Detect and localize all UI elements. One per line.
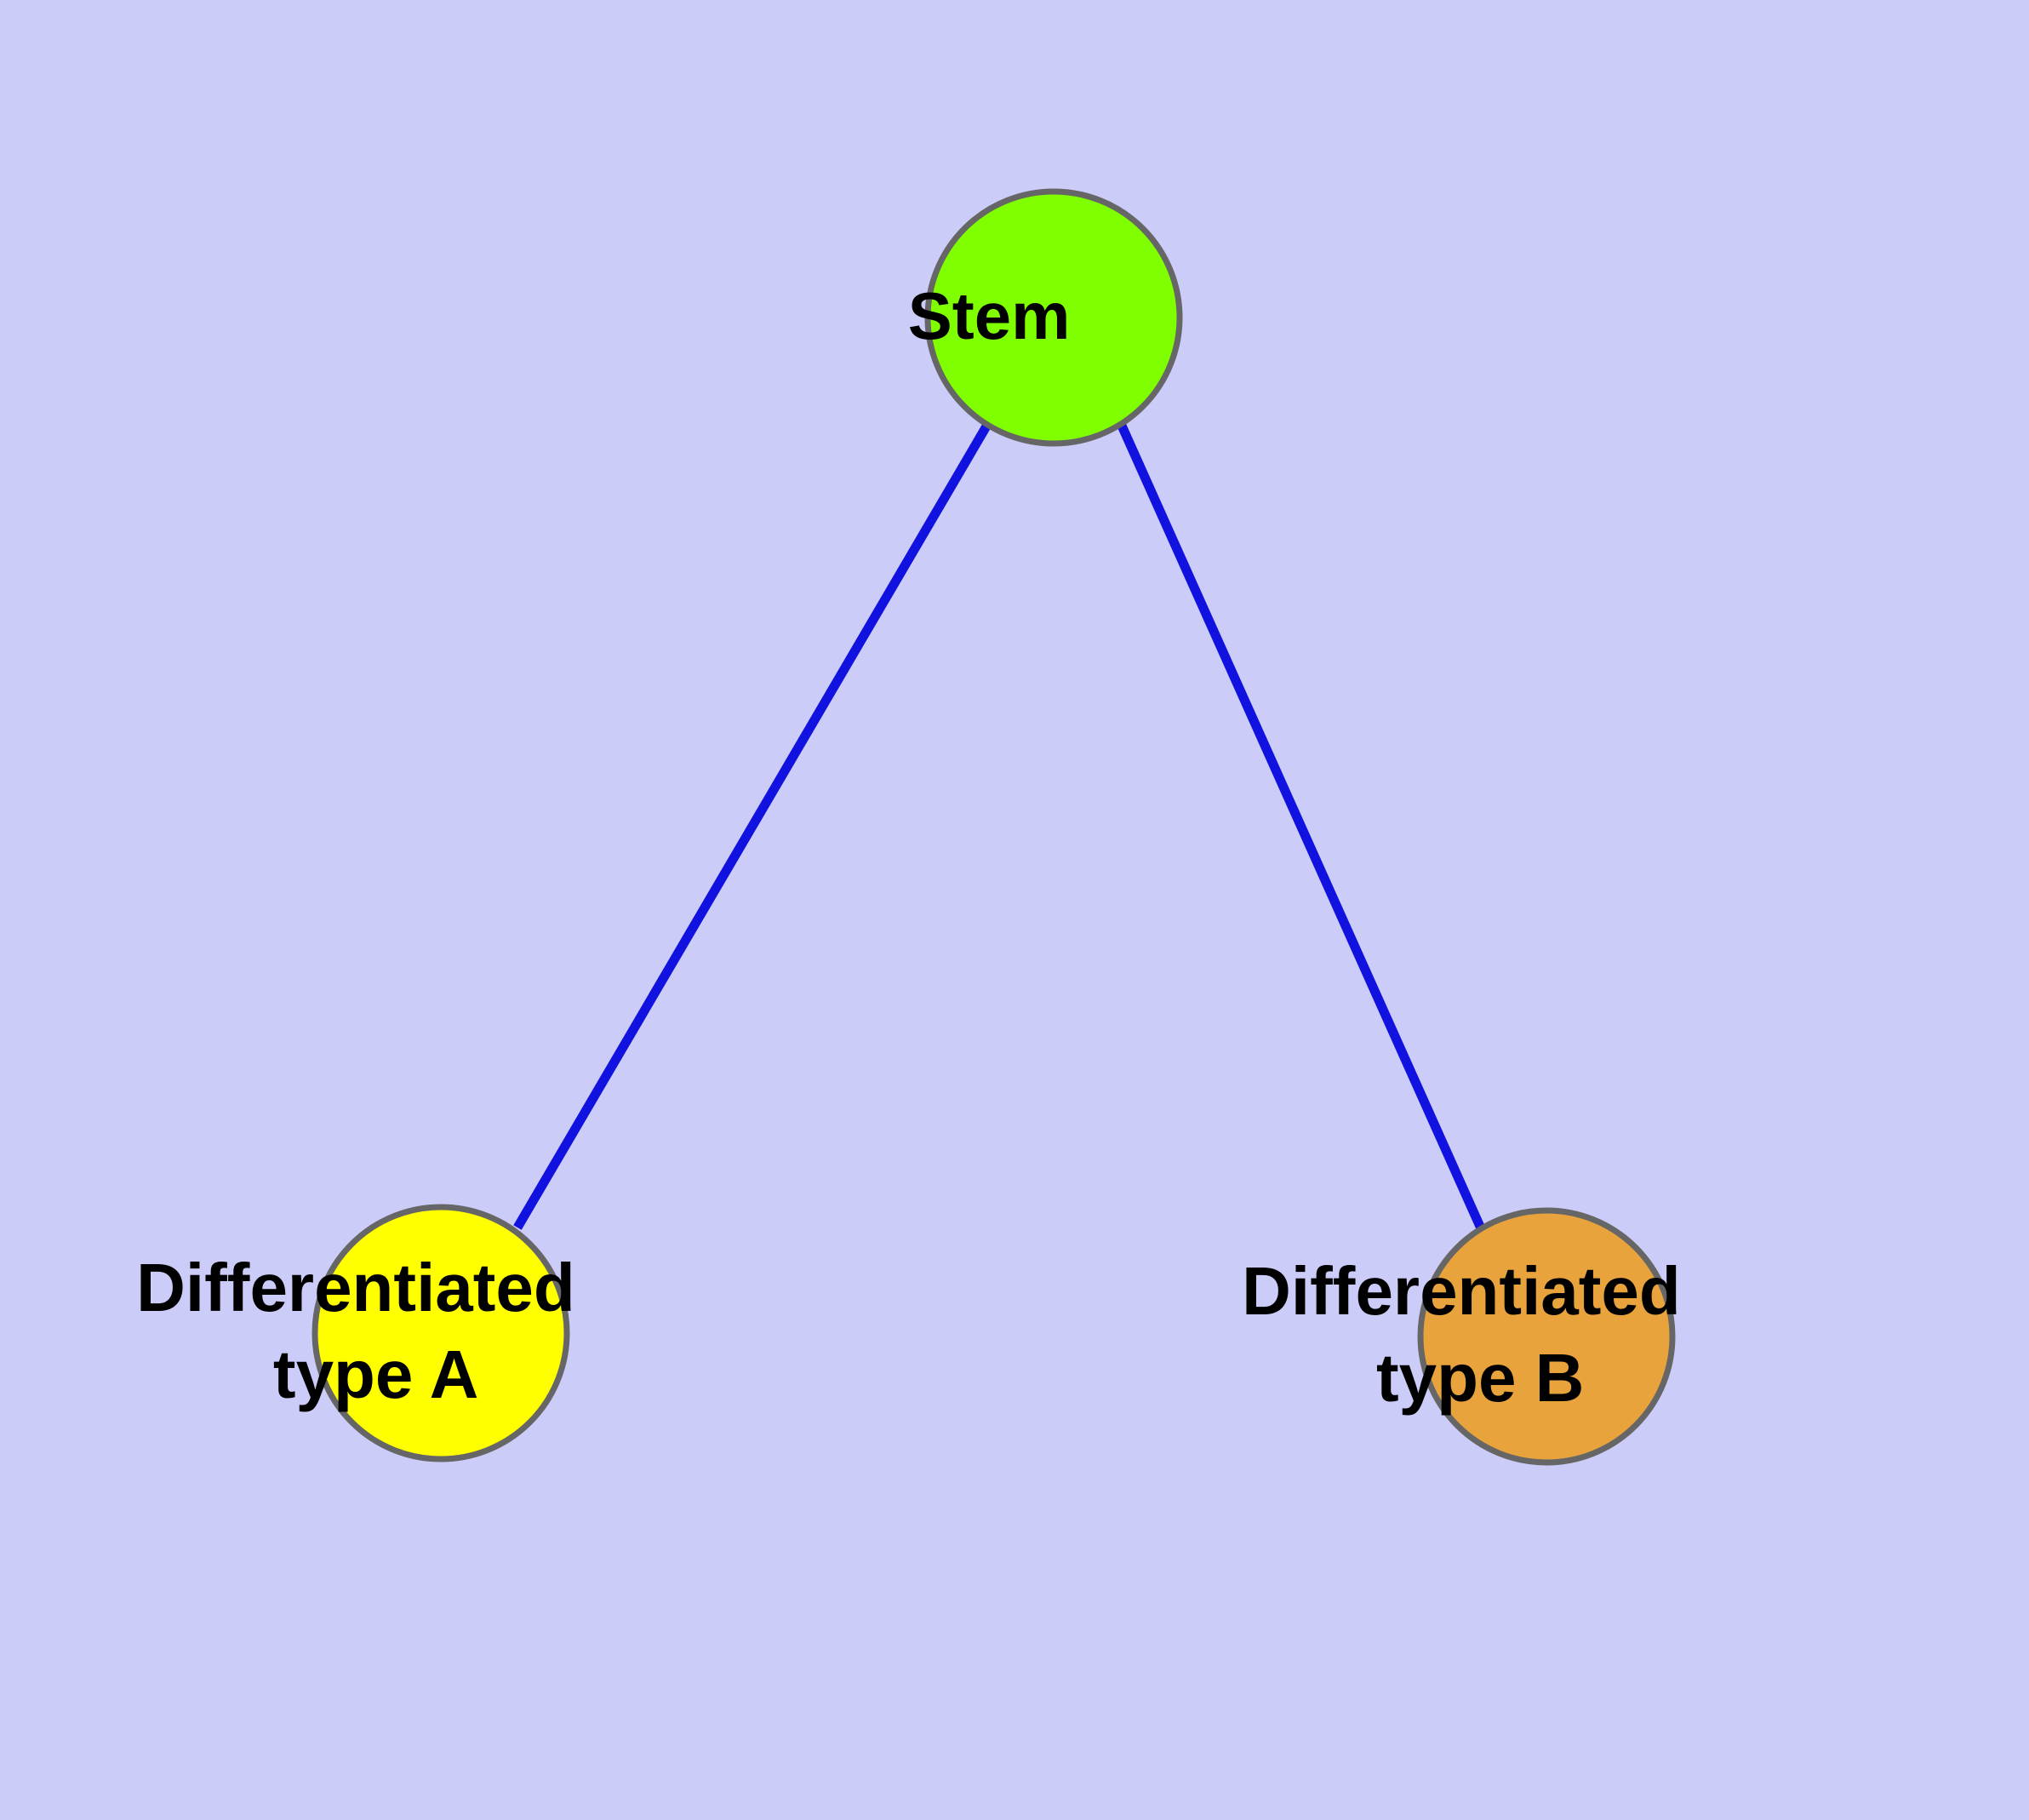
node-stem-circle[interactable] — [924, 188, 1183, 447]
edge-stem-to-diff-a[interactable] — [513, 422, 992, 1230]
node-diff-a-label-line1: Differentiated — [136, 1250, 575, 1325]
nodes-layer — [311, 188, 1676, 1466]
node-diff-b-label: Differentiated type B — [1242, 1253, 1681, 1416]
edge-stem-to-diff-b[interactable] — [1117, 423, 1486, 1231]
labels-layer: Stem Differentiated type A Differentiate… — [0, 0, 1681, 1417]
node-diff-b[interactable] — [1417, 1207, 1676, 1466]
node-diff-a[interactable] — [311, 1204, 570, 1462]
node-diff-a-circle[interactable] — [311, 1204, 570, 1462]
node-diff-b-label-line2: type B — [1376, 1340, 1585, 1416]
node-stem-label: Stem — [0, 0, 1199, 353]
node-diff-b-label-line1: Differentiated — [1242, 1253, 1681, 1329]
node-diff-a-label-line2: type A — [273, 1336, 477, 1412]
edges-layer — [513, 422, 1486, 1231]
node-stem-label-line1: Stem — [908, 278, 1071, 353]
node-diff-b-circle[interactable] — [1417, 1207, 1676, 1466]
node-diff-a-label: Differentiated type A — [0, 0, 746, 1412]
node-stem[interactable] — [924, 188, 1183, 447]
